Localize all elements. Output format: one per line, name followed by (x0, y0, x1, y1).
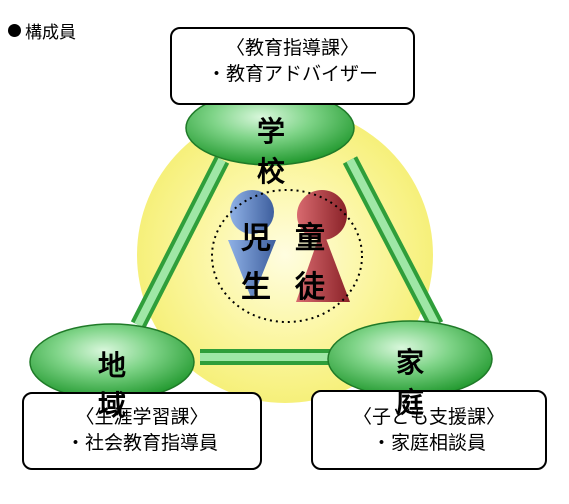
center-char-4: 徒 (295, 270, 325, 305)
region-dept: 〈生涯学習課〉 (75, 406, 209, 428)
school-info-box: 〈教育指導課〉 ・教育アドバイザー (170, 27, 415, 105)
school-member: ・教育アドバイザー (206, 63, 378, 85)
family-dept: 〈子ども支援課〉 (352, 406, 505, 428)
student-figure-blue (228, 190, 276, 300)
region-member: ・社会教育指導員 (65, 432, 218, 454)
members-heading: 構成員 (8, 18, 76, 43)
connector-school-family (342, 156, 444, 329)
node-region-label: 地 域 (97, 349, 144, 422)
node-family-label: 家 庭 (395, 346, 442, 419)
region-info-box: 〈生涯学習課〉 ・社会教育指導員 (22, 392, 262, 470)
student-figure-red (296, 190, 350, 302)
school-dept: 〈教育指導課〉 (225, 37, 359, 59)
members-heading-text: 構成員 (25, 23, 76, 43)
center-char-2: 童 (295, 221, 325, 256)
connector-school-region (130, 156, 230, 329)
bullet-icon (8, 24, 21, 37)
center-char-1: 児 (241, 221, 271, 256)
family-info-box: 〈子ども支援課〉 ・家庭相談員 (311, 390, 547, 470)
center-char-3: 生 (241, 270, 271, 305)
family-member: ・家庭相談員 (371, 432, 486, 454)
students-dotted-circle (211, 189, 363, 323)
node-school-label: 学 校 (256, 115, 303, 188)
